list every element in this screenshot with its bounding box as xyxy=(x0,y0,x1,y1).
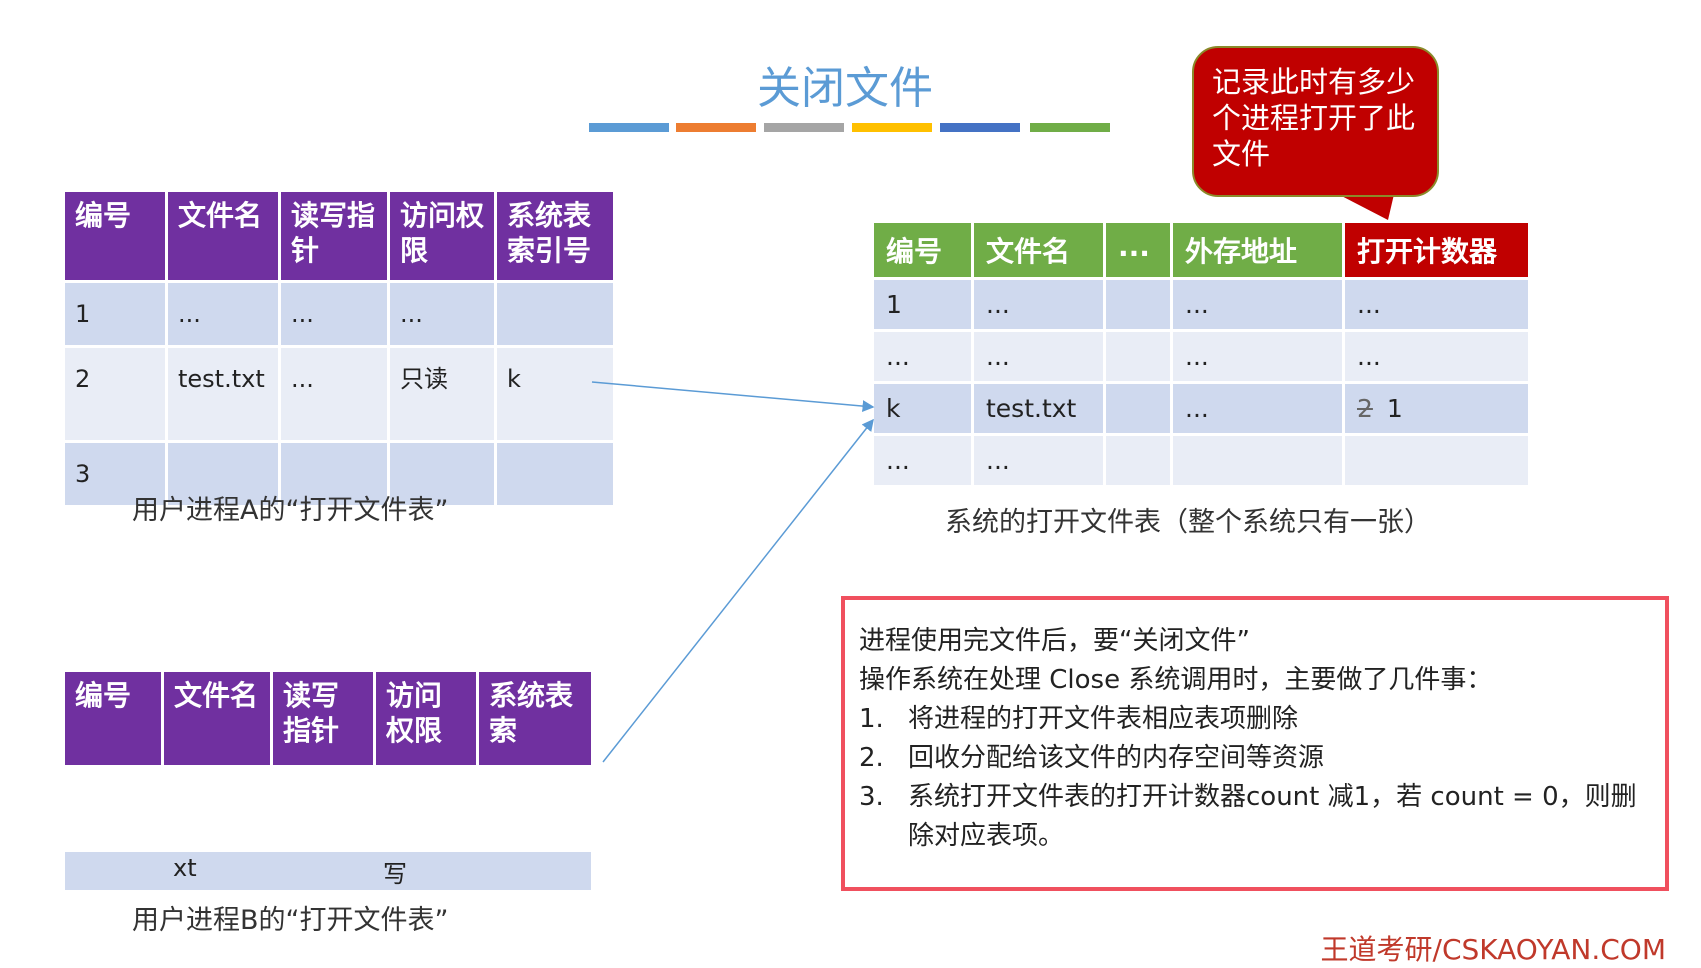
callout-bubble: 记录此时有多少个进程打开了此文件 xyxy=(1192,46,1439,197)
cell xyxy=(497,283,613,345)
header-cell: 系统表索引号 xyxy=(497,192,613,280)
cell: ... xyxy=(1345,280,1528,329)
item-text: 将进程的打开文件表相应表项删除 xyxy=(908,704,1299,734)
table-row: ...... xyxy=(874,436,1528,485)
cell: test.txt xyxy=(974,384,1103,433)
slide-title: 关闭文件 xyxy=(757,63,933,114)
cell: test.txt xyxy=(168,348,278,440)
cell: ... xyxy=(168,283,278,345)
footer-brand: 王道考研/CSKAOYAN.COM xyxy=(1320,933,1666,966)
item-text: 系统打开文件表的打开计数器count 减1，若 count = 0，则删除对应表… xyxy=(908,782,1637,851)
cell: 2 xyxy=(65,348,165,440)
counter-new-value: 1 xyxy=(1386,394,1403,423)
cell xyxy=(1106,332,1170,381)
open-counter-header: 打开计数器 xyxy=(1345,223,1528,277)
header-cell: 系统表索 xyxy=(479,672,591,765)
color-bar xyxy=(1030,123,1110,132)
item-number: 3. xyxy=(859,782,884,812)
intro-line: 操作系统在处理 Close 系统调用时，主要做了几件事： xyxy=(859,665,1493,695)
color-bar xyxy=(676,123,756,132)
color-bar xyxy=(589,123,669,132)
color-bar xyxy=(852,123,932,132)
cell xyxy=(1345,436,1528,485)
cell: 只读 xyxy=(390,348,494,440)
header-cell: 编号 xyxy=(65,192,165,280)
header-cell: 读写指针 xyxy=(281,192,387,280)
cell xyxy=(1106,280,1170,329)
list-item: 1. 将进程的打开文件表相应表项删除 xyxy=(859,700,1651,739)
table-row: 1......... xyxy=(874,280,1528,329)
process-a-caption: 用户进程A的“打开文件表” xyxy=(132,495,449,526)
cell: ... xyxy=(974,332,1103,381)
header-cell: 文件名 xyxy=(168,192,278,280)
cell: 写 xyxy=(383,860,407,888)
cell: k xyxy=(874,384,971,433)
intro-line: 进程使用完文件后，要“关闭文件” xyxy=(859,626,1250,656)
cell: 1 xyxy=(874,280,971,329)
list-item: 2. 回收分配给该文件的内存空间等资源 xyxy=(859,739,1651,778)
header-cell: 文件名 xyxy=(974,223,1103,277)
cell: ... xyxy=(1345,332,1528,381)
header-cell: 文件名 xyxy=(164,672,270,765)
cell: ... xyxy=(281,283,387,345)
process-b-open-file-table: 编号文件名读写指针访问权限系统表索 xyxy=(62,669,594,768)
header-cell: 访问权限 xyxy=(376,672,476,765)
arrow-a-to-system xyxy=(591,381,875,413)
table-row: 1......... xyxy=(65,283,613,345)
cell xyxy=(168,443,278,505)
cell: xt xyxy=(173,854,197,882)
cell: ... xyxy=(974,280,1103,329)
cell xyxy=(1173,436,1342,485)
header-cell: 编号 xyxy=(65,672,161,765)
cell xyxy=(390,443,494,505)
cell: ... xyxy=(974,436,1103,485)
cell: ... xyxy=(390,283,494,345)
cell: 3 xyxy=(65,443,165,505)
header-cell: 访问权限 xyxy=(390,192,494,280)
header-cell: 读写指针 xyxy=(273,672,373,765)
cell: ... xyxy=(874,332,971,381)
header-cell: 外存地址 xyxy=(1173,223,1342,277)
item-number: 2. xyxy=(859,743,884,773)
arrow-b-to-system xyxy=(602,418,874,763)
cell: ... xyxy=(1173,332,1342,381)
cell: 1 xyxy=(65,283,165,345)
process-b-caption: 用户进程B的“打开文件表” xyxy=(132,905,449,936)
item-number: 1. xyxy=(859,704,884,734)
cell: ... xyxy=(1173,384,1342,433)
cell: ... xyxy=(874,436,971,485)
cell xyxy=(1106,436,1170,485)
color-bar xyxy=(764,123,844,132)
color-bar xyxy=(940,123,1020,132)
cell: ... xyxy=(1173,280,1342,329)
table-row: ............ xyxy=(874,332,1528,381)
header-cell: ... xyxy=(1106,223,1170,277)
cell xyxy=(1106,384,1170,433)
system-open-file-table: 编号文件名...外存地址打开计数器 1......... ...........… xyxy=(871,220,1531,488)
counter-old-value: 2 xyxy=(1357,394,1373,423)
system-table-caption: 系统的打开文件表（整个系统只有一张） xyxy=(945,507,1431,538)
list-item: 3. 系统打开文件表的打开计数器count 减1，若 count = 0，则删除对… xyxy=(859,778,1651,856)
cell: ... xyxy=(281,348,387,440)
cell xyxy=(281,443,387,505)
close-steps-box: 进程使用完文件后，要“关闭文件” 操作系统在处理 Close 系统调用时，主要做… xyxy=(841,596,1669,891)
callout-tail xyxy=(1330,190,1395,220)
cell: k xyxy=(497,348,613,440)
header-cell: 编号 xyxy=(874,223,971,277)
table-row: 3 xyxy=(65,443,613,505)
process-b-partial-row: xt 写 xyxy=(65,852,591,890)
item-text: 回收分配给该文件的内存空间等资源 xyxy=(908,743,1325,773)
cell xyxy=(497,443,613,505)
